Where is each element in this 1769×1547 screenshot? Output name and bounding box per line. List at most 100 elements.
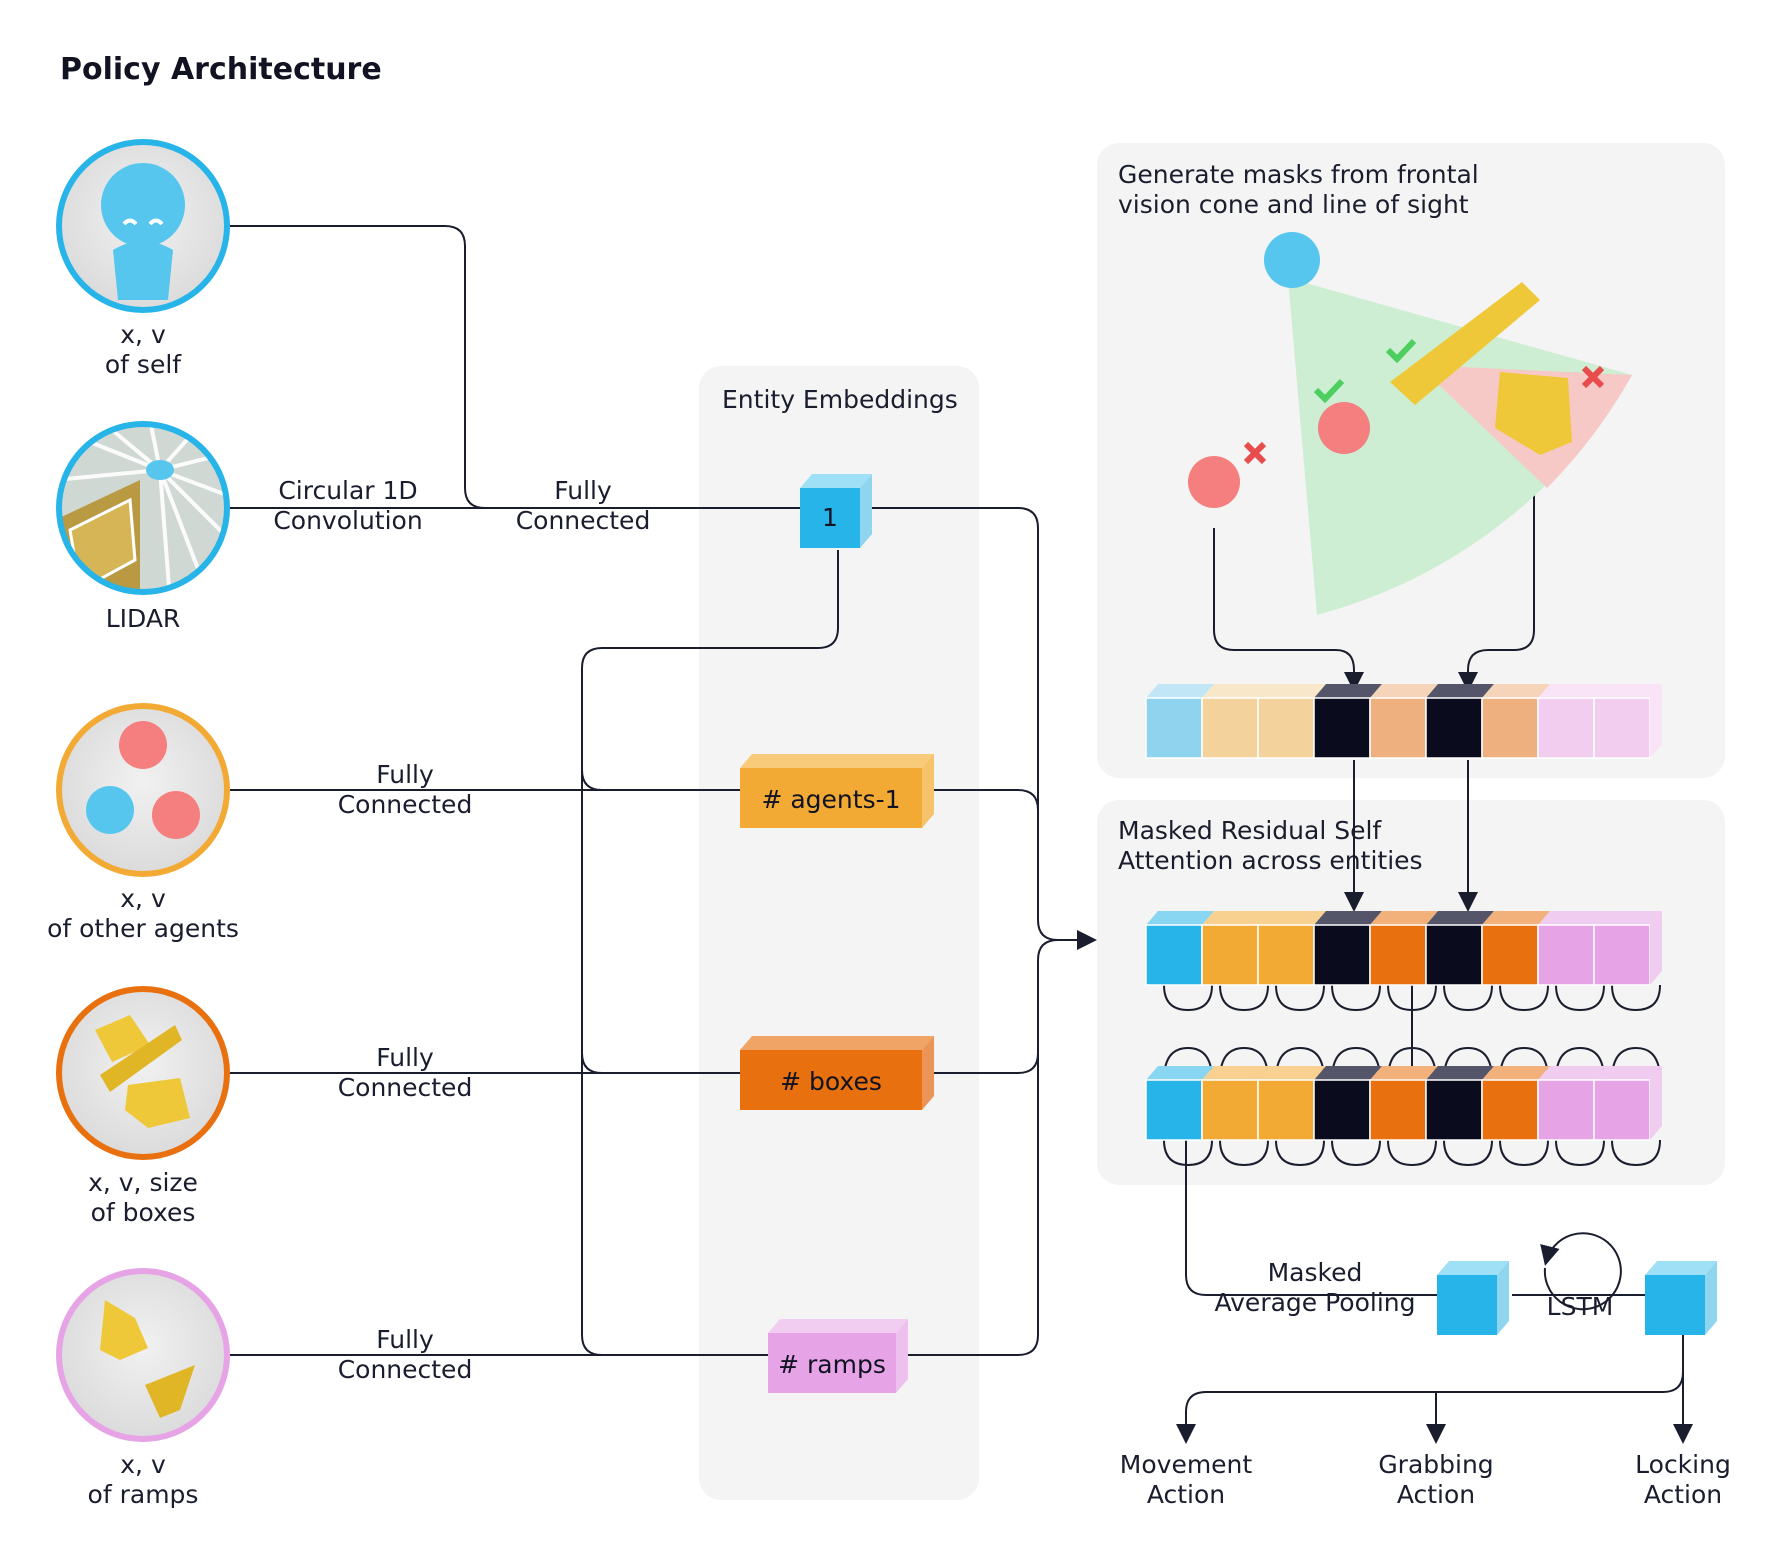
residual-arc <box>1611 1139 1661 1167</box>
token-top <box>1426 684 1494 698</box>
token-top <box>1258 1066 1326 1080</box>
residual-arc <box>1555 1139 1605 1167</box>
token-top <box>1202 1066 1270 1080</box>
residual-arcs <box>1163 984 1661 1167</box>
entity-token <box>1201 697 1259 759</box>
embedding-agents-block: # agents-1 <box>740 754 934 828</box>
residual-arc <box>1331 1139 1381 1167</box>
residual-arc <box>1163 1046 1213 1081</box>
lstm-output-cube <box>1645 1261 1717 1335</box>
mask-token-row <box>1145 684 1662 759</box>
entity-token <box>1257 697 1315 759</box>
input-self <box>56 139 230 313</box>
entity-token <box>1369 924 1427 986</box>
token-top <box>1482 684 1550 698</box>
residual-arc <box>1387 984 1437 1012</box>
residual-arc <box>1275 1139 1325 1167</box>
check-icon <box>1385 338 1417 364</box>
entity-token <box>1593 697 1651 759</box>
token-side <box>1650 1066 1662 1140</box>
ramp-icon <box>1390 282 1540 405</box>
entity-token <box>1425 924 1483 986</box>
token-top <box>1538 911 1606 925</box>
box-icon <box>95 1015 150 1062</box>
input-other-agents <box>56 703 230 877</box>
input-lidar-label: LIDAR <box>105 604 181 633</box>
residual-arc <box>1611 984 1661 1012</box>
residual-arc <box>1163 1139 1213 1167</box>
residual-arc <box>1499 1046 1549 1081</box>
entity-token <box>1313 924 1371 986</box>
residual-arc <box>1275 984 1325 1012</box>
entity-token <box>1313 697 1371 759</box>
token-top <box>1146 684 1214 698</box>
token-side <box>1650 911 1662 985</box>
token-top <box>1146 1066 1214 1080</box>
box-icon <box>1495 372 1572 455</box>
entity-token <box>1257 1079 1315 1141</box>
embedding-ramps-label: # ramps <box>778 1350 886 1379</box>
token-top <box>1370 684 1438 698</box>
token-top <box>1594 684 1662 698</box>
residual-arc <box>1219 1046 1269 1081</box>
entity-token <box>1201 1079 1259 1141</box>
token-top <box>1258 684 1326 698</box>
residual-arc <box>1443 984 1493 1012</box>
token-top <box>1370 911 1438 925</box>
token-side <box>1650 684 1662 758</box>
entity-token <box>1425 1079 1483 1141</box>
ramp-icon <box>100 1025 182 1092</box>
lstm-label: LSTM <box>1546 1292 1614 1321</box>
token-top <box>1146 911 1214 925</box>
ramp-icon <box>145 1365 195 1418</box>
entity-token <box>1537 1079 1595 1141</box>
embedding-boxes-block: # boxes <box>740 1036 934 1110</box>
entity-token <box>1369 1079 1427 1141</box>
token-top <box>1314 684 1382 698</box>
residual-arc <box>1331 1046 1381 1081</box>
connection-lines <box>230 225 1693 1444</box>
token-top <box>1482 1066 1550 1080</box>
entity-token <box>1257 924 1315 986</box>
entity-token <box>1425 697 1483 759</box>
cross-icon <box>1243 441 1267 465</box>
entity-token <box>1593 1079 1651 1141</box>
red-agent-icon <box>1188 456 1240 508</box>
embedding-agents-label: # agents-1 <box>761 785 900 814</box>
cross-icon <box>1581 365 1605 389</box>
entity-embeddings-panel <box>699 366 979 1500</box>
token-top <box>1426 1066 1494 1080</box>
residual-arc <box>1555 1046 1605 1081</box>
entity-embeddings-label: Entity Embeddings <box>722 385 958 414</box>
entity-token <box>1201 924 1259 986</box>
embedding-self-label: 1 <box>822 503 838 532</box>
residual-arc <box>1387 1139 1437 1167</box>
entity-token <box>1481 924 1539 986</box>
embedding-self-cube: 1 <box>800 474 872 548</box>
embedding-boxes-label: # boxes <box>780 1067 882 1096</box>
entity-token <box>1313 1079 1371 1141</box>
entity-token <box>1593 924 1651 986</box>
residual-arc <box>1275 1046 1325 1081</box>
residual-arc <box>1219 984 1269 1012</box>
residual-arc <box>1219 1139 1269 1167</box>
residual-arc <box>1163 984 1213 1012</box>
token-top <box>1482 911 1550 925</box>
attention-token-row-2 <box>1145 1066 1662 1141</box>
token-top <box>1594 1066 1662 1080</box>
ramp-icon <box>100 1300 148 1360</box>
token-top <box>1258 911 1326 925</box>
entity-token <box>1537 924 1595 986</box>
token-top <box>1202 911 1270 925</box>
